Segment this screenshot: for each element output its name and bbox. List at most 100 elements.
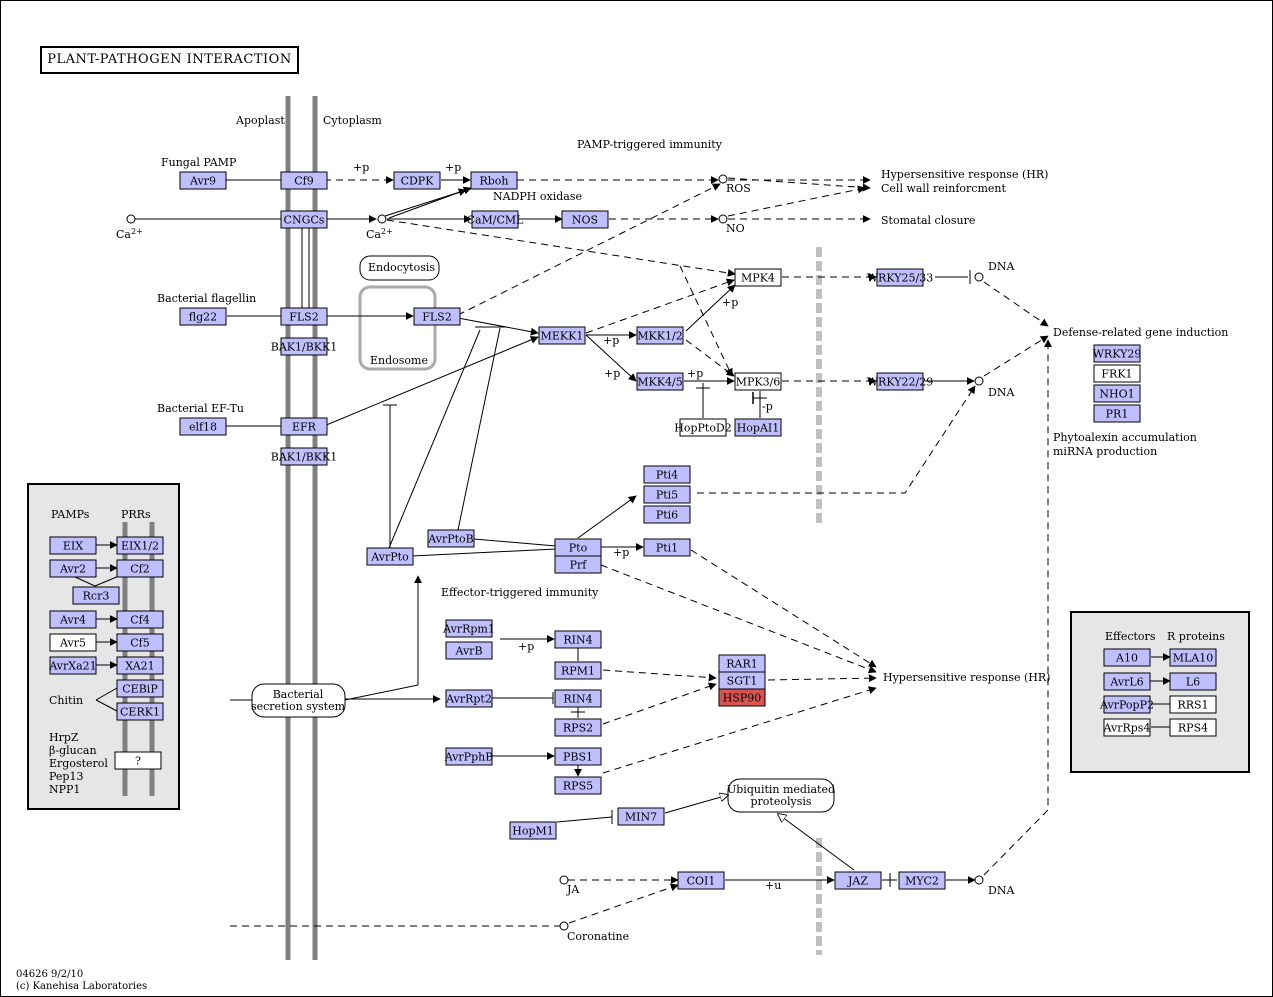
gene-node-mpk4[interactable]: MPK4 bbox=[734, 268, 782, 287]
page-title: PLANT-PATHOGEN INTERACTION bbox=[40, 46, 299, 74]
gene-node-avrpto[interactable]: AvrPto bbox=[366, 547, 414, 566]
gene-label: Pti4 bbox=[656, 469, 678, 482]
gene-node-cngcs[interactable]: CNGCs bbox=[280, 210, 328, 229]
gene-node-hsp90[interactable]: HSP90 bbox=[718, 688, 766, 707]
endosome-compartment bbox=[358, 285, 437, 371]
gene-box bbox=[1093, 364, 1141, 383]
gene-box bbox=[280, 307, 328, 326]
gene-node-avrptob[interactable]: AvrPtoB bbox=[427, 529, 475, 548]
gene-node-cebip[interactable]: CEBiP bbox=[116, 679, 164, 698]
gene-node-jaz[interactable]: JAZ bbox=[834, 871, 882, 890]
gene-node-elf18[interactable]: elf18 bbox=[179, 417, 227, 436]
gene-node-pbs1[interactable]: PBS1 bbox=[554, 747, 602, 766]
gene-node-flg22[interactable]: flg22 bbox=[179, 307, 227, 326]
gene-box bbox=[554, 630, 602, 649]
gene-label: Cf9 bbox=[294, 175, 314, 188]
gene-node-avrrps4[interactable]: AvrRps4 bbox=[1103, 718, 1151, 737]
gene-label: ? bbox=[135, 755, 141, 768]
gene-node-myc2[interactable]: MYC2 bbox=[898, 871, 946, 890]
gene-node-avrrpm1[interactable]: AvrRpm1 bbox=[442, 619, 495, 638]
gene-node-wrky29[interactable]: WRKY29 bbox=[1093, 344, 1142, 363]
gene-node-rpm1[interactable]: RPM1 bbox=[554, 661, 602, 680]
gene-node-mpk36[interactable]: MPK3/6 bbox=[734, 372, 782, 391]
gene-node-coi1[interactable]: COI1 bbox=[677, 871, 725, 890]
gene-node-eix12[interactable]: EIX1/2 bbox=[116, 536, 164, 555]
gene-box bbox=[1103, 672, 1151, 691]
gene-node-cf9[interactable]: Cf9 bbox=[280, 171, 328, 190]
label-secretion-2: secretion system bbox=[251, 700, 346, 713]
gene-box bbox=[677, 871, 725, 890]
gene-node-l6[interactable]: L6 bbox=[1169, 672, 1217, 691]
gene-node-rin4a[interactable]: RIN4 bbox=[554, 630, 602, 649]
gene-label: Avr4 bbox=[59, 614, 86, 627]
gene-node-pti4[interactable]: Pti4 bbox=[643, 465, 691, 484]
gene-node-avrb[interactable]: AvrB bbox=[445, 641, 493, 660]
gene-node-rcr3[interactable]: Rcr3 bbox=[72, 586, 120, 605]
gene-node-rboh[interactable]: Rboh bbox=[470, 171, 518, 190]
gene-node-nho1[interactable]: NHO1 bbox=[1093, 384, 1141, 403]
gene-node-camcml[interactable]: CaM/CML bbox=[467, 210, 525, 229]
gene-node-wrky2229[interactable]: WRKY22/29 bbox=[867, 372, 933, 391]
label-effectors: Effectors bbox=[1105, 630, 1156, 643]
gene-node-frk1[interactable]: FRK1 bbox=[1093, 364, 1141, 383]
gene-node-sgt1[interactable]: SGT1 bbox=[718, 671, 766, 690]
gene-node-avrxa21[interactable]: AvrXa21 bbox=[48, 656, 97, 675]
gene-node-pti1[interactable]: Pti1 bbox=[643, 538, 691, 557]
gene-node-pti5[interactable]: Pti5 bbox=[643, 485, 691, 504]
gene-node-cf2[interactable]: Cf2 bbox=[116, 559, 164, 578]
gene-node-fls2a[interactable]: FLS2 bbox=[280, 307, 328, 326]
gene-node-a10[interactable]: A10 bbox=[1103, 648, 1151, 667]
gene-node-rar1[interactable]: RAR1 bbox=[718, 654, 766, 673]
gene-node-rin4b[interactable]: RIN4 bbox=[554, 689, 602, 708]
gene-node-cdpk[interactable]: CDPK bbox=[393, 171, 441, 190]
gene-box bbox=[734, 372, 782, 391]
gene-node-mekk1[interactable]: MEKK1 bbox=[538, 326, 586, 345]
gene-node-avrl6[interactable]: AvrL6 bbox=[1103, 672, 1151, 691]
gene-node-min7[interactable]: MIN7 bbox=[617, 807, 665, 826]
gene-node-bak1a[interactable]: BAK1/BKK1 bbox=[271, 337, 337, 356]
gene-node-mkk12[interactable]: MKK1/2 bbox=[636, 326, 684, 345]
gene-node-mkk45[interactable]: MKK4/5 bbox=[636, 372, 684, 391]
gene-node-hoptod2[interactable]: HopPtoD2 bbox=[674, 418, 732, 437]
gene-node-hopai1[interactable]: HopAI1 bbox=[734, 418, 782, 437]
label-bglucan: β-glucan bbox=[49, 744, 97, 757]
gene-node-avr9[interactable]: Avr9 bbox=[179, 171, 227, 190]
gene-node-avrpop2[interactable]: AvrPopP2 bbox=[1099, 695, 1154, 714]
gene-node-unknown[interactable]: ? bbox=[114, 751, 162, 770]
gene-label: RIN4 bbox=[563, 693, 592, 706]
gene-node-rrs1[interactable]: RRS1 bbox=[1169, 695, 1217, 714]
gene-node-avrrpt2[interactable]: AvrRpt2 bbox=[445, 689, 493, 708]
svg-text:-p: -p bbox=[762, 400, 773, 413]
gene-node-avr4[interactable]: Avr4 bbox=[49, 610, 97, 629]
gene-label: Rcr3 bbox=[83, 590, 110, 603]
gene-node-prf[interactable]: Prf bbox=[554, 555, 602, 574]
svg-text:+p: +p bbox=[603, 334, 619, 347]
gene-node-efr[interactable]: EFR bbox=[280, 417, 328, 436]
gene-node-pto[interactable]: Pto bbox=[554, 538, 602, 557]
gene-node-fls2b[interactable]: FLS2 bbox=[413, 307, 461, 326]
gene-node-bak1b[interactable]: BAK1/BKK1 bbox=[271, 447, 337, 466]
gene-label: XA21 bbox=[125, 660, 154, 673]
gene-box bbox=[643, 485, 691, 504]
gene-node-xa21[interactable]: XA21 bbox=[116, 656, 164, 675]
gene-node-mla10[interactable]: MLA10 bbox=[1169, 648, 1217, 667]
gene-node-cerk1[interactable]: CERK1 bbox=[116, 702, 164, 721]
gene-node-avr5[interactable]: Avr5 bbox=[49, 633, 97, 652]
label-ergosterol: Ergosterol bbox=[49, 757, 108, 770]
gene-box bbox=[1093, 384, 1141, 403]
gene-node-eix[interactable]: EIX bbox=[49, 536, 97, 555]
gene-node-rps5[interactable]: RPS5 bbox=[554, 776, 602, 795]
gene-node-cf4[interactable]: Cf4 bbox=[116, 610, 164, 629]
gene-node-hopm1[interactable]: HopM1 bbox=[509, 821, 557, 840]
gene-node-nos[interactable]: NOS bbox=[561, 210, 609, 229]
gene-node-rps2[interactable]: RPS2 bbox=[554, 718, 602, 737]
gene-node-avr2[interactable]: Avr2 bbox=[49, 559, 97, 578]
gene-box bbox=[643, 465, 691, 484]
gene-node-rps4[interactable]: RPS4 bbox=[1169, 718, 1217, 737]
gene-node-wrky2533[interactable]: WRKY25/33 bbox=[867, 268, 933, 287]
gene-node-pr1[interactable]: PR1 bbox=[1093, 404, 1141, 423]
gene-label: WRKY29 bbox=[1093, 348, 1142, 361]
gene-node-cf5[interactable]: Cf5 bbox=[116, 633, 164, 652]
gene-node-avrpphb[interactable]: AvrPphB bbox=[444, 747, 494, 766]
gene-node-pti6[interactable]: Pti6 bbox=[643, 505, 691, 524]
